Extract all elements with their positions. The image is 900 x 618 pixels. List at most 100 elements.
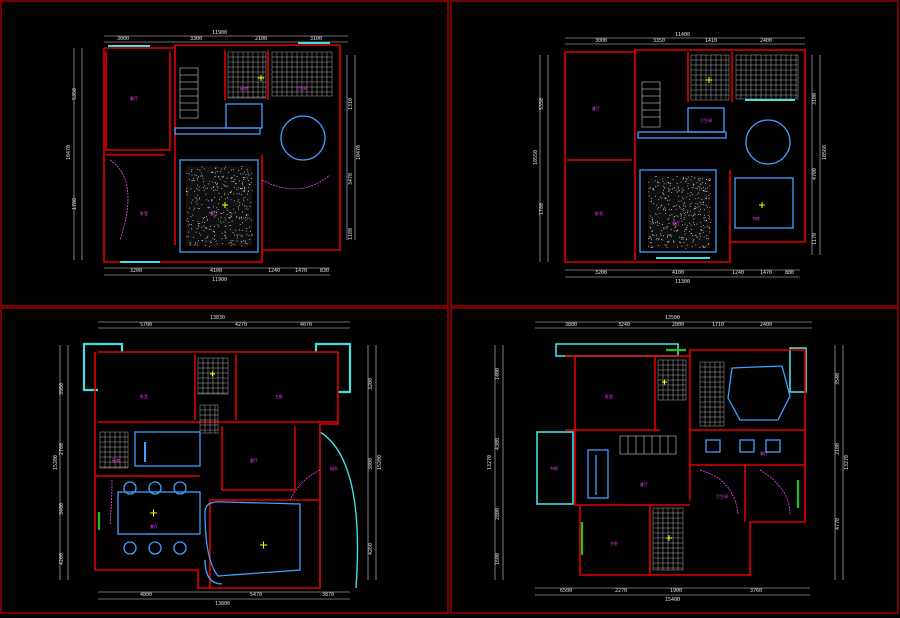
speckle [657,181,658,183]
room-labels-tl: 客厅 卧室 餐厅 厨房 卫生间 [130,85,307,216]
viewport-bottom-left[interactable] [0,307,449,614]
speckle [209,241,211,243]
speckle [708,216,710,218]
speckle [681,220,683,222]
speckle [197,199,198,201]
dim-total: 10550 [533,150,539,165]
speckle [220,168,222,170]
walls-bl [94,351,339,589]
room-labels-br: 卧室 书房 客厅 餐厅 卫生间 主卧 [550,393,768,546]
speckle [675,209,677,210]
dim-label: 1470 [760,270,772,276]
speckle [209,206,211,208]
speckle [214,235,215,236]
speckle [245,174,247,175]
speckle [658,238,660,239]
speckle [199,208,200,209]
speckle [658,199,659,201]
speckle [213,206,214,208]
speckle [251,234,252,236]
speckle [197,223,199,224]
dim-label: 3100 [812,93,818,105]
speckle [660,233,661,235]
tile-grid-icon [99,357,229,469]
speckle [680,215,682,217]
dim-label: 4800 [140,592,152,598]
speckle [205,238,207,239]
speckle [214,172,216,174]
speckle [699,180,701,181]
viewport-top-right[interactable] [450,0,899,307]
dim-label: 3470 [348,173,354,185]
speckle [190,242,192,244]
speckle [228,222,230,223]
viewport-bottom-right[interactable] [450,307,899,614]
speckle [690,233,692,234]
speckle [709,222,711,223]
speckle [669,183,671,185]
speckle [241,216,242,218]
walls-br [565,349,806,576]
speckle [676,176,678,177]
speckle [683,189,684,191]
speckle [668,223,670,224]
speckle [696,223,698,225]
speckle [202,217,204,219]
dim-label: 3200 [368,378,374,390]
speckle [243,179,244,180]
speckle [213,186,215,188]
room-label: 客厅 [640,481,648,487]
speckle [213,211,215,212]
room-label: 阳台 [330,465,338,471]
speckle [229,191,231,193]
speckle [224,231,226,233]
speckle [709,193,711,195]
speckle [239,193,240,195]
dim-label: 3000 [595,38,607,44]
dim-label: 3100 [310,36,322,42]
speckle [205,227,206,229]
speckle [201,172,202,174]
speckle [236,193,238,195]
speckle [663,227,665,228]
speckle [651,217,653,219]
speckle [708,238,709,240]
speckle [681,190,683,192]
speckle [193,244,195,246]
speckle [242,173,244,175]
speckle [236,189,238,190]
speckle [214,231,215,233]
viewport-top-left[interactable] [0,0,449,307]
door-arcs-tl [109,159,331,241]
room-label: 卫生间 [295,85,307,91]
speckle [229,217,231,218]
speckle [211,211,213,213]
light-markers-bl [150,371,267,549]
speckle [216,184,218,185]
speckle [683,218,685,220]
speckle [192,179,194,181]
speckle [702,178,703,180]
dim-label: 2000 [672,322,684,328]
dim-total: 10470 [356,145,362,160]
dim-label: 2270 [615,588,627,594]
dim-label: 3200 [130,268,142,274]
speckle [199,223,201,224]
speckle [678,200,680,202]
speckle [191,174,193,176]
speckle [251,182,252,184]
dim-total: 13500 [665,315,680,321]
speckle [678,190,680,191]
speckle [652,230,653,232]
speckle [223,211,225,213]
speckle [663,235,664,237]
room-label: 书房 [752,215,760,221]
speckle [648,191,650,193]
speckle [251,219,253,221]
speckle [188,242,190,243]
dim-label: 3200 [595,270,607,276]
dim-total: 15400 [665,597,680,603]
speckle [200,234,202,236]
speckle [204,217,205,218]
speckle [241,241,243,243]
